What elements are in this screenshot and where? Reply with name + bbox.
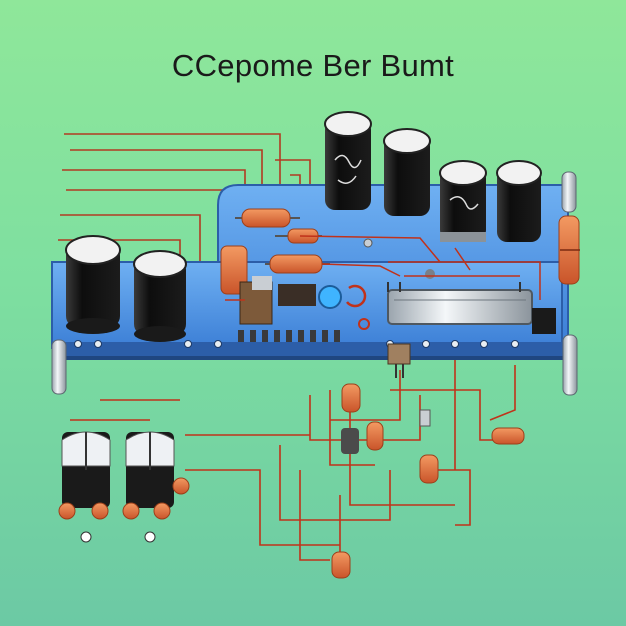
transistor-right bbox=[122, 431, 190, 543]
capacitor-rear-4 bbox=[496, 160, 542, 242]
illustration-title: CCepome Ber Bumt bbox=[171, 48, 455, 83]
board-traces bbox=[225, 235, 541, 301]
transistor-hanging bbox=[387, 343, 411, 378]
capacitor-front-1 bbox=[65, 235, 121, 334]
solder-pads bbox=[74, 340, 519, 348]
resistors-lower bbox=[331, 383, 525, 579]
resistors-board bbox=[220, 208, 580, 295]
capacitor-rear-1 bbox=[324, 111, 372, 210]
capacitor-front-2 bbox=[133, 250, 187, 342]
transistor-left bbox=[58, 431, 111, 543]
capacitor-rear-2 bbox=[383, 128, 431, 216]
heat-sink-bar bbox=[387, 282, 556, 334]
wiring-upper bbox=[58, 133, 311, 262]
capacitor-rear-3 bbox=[439, 160, 487, 242]
small-components bbox=[238, 238, 435, 342]
standoffs bbox=[51, 171, 578, 396]
